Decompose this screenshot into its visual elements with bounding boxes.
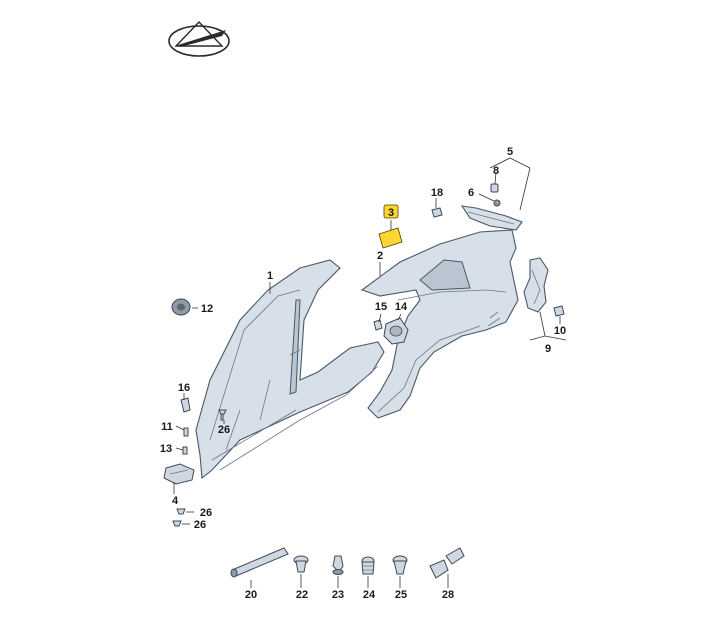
label-15[interactable]: 15 (375, 301, 387, 313)
side-panel-part-1[interactable] (195, 259, 385, 480)
label-23[interactable]: 23 (332, 589, 344, 601)
screw-part-26-b[interactable] (176, 508, 186, 515)
clip-part-15[interactable] (373, 319, 383, 331)
clip-part-13[interactable] (182, 446, 188, 455)
label-14[interactable]: 14 (395, 301, 408, 313)
cap-part-18[interactable] (431, 207, 443, 218)
label-18[interactable]: 18 (431, 187, 443, 199)
label-26-c[interactable]: 26 (194, 519, 206, 531)
leader-lines (173, 157, 567, 588)
clip-part-11[interactable] (183, 427, 189, 437)
fastener-part-24[interactable] (361, 556, 375, 575)
orientation-logo-icon (168, 20, 230, 57)
bolt-part-6[interactable] (478, 193, 501, 207)
rod-part-20[interactable] (230, 547, 289, 578)
label-10[interactable]: 10 (554, 325, 566, 337)
label-13[interactable]: 13 (160, 443, 172, 455)
grommet-part-12[interactable] (171, 298, 191, 316)
label-24[interactable]: 24 (363, 589, 376, 601)
label-12[interactable]: 12 (201, 303, 213, 315)
fastener-part-22[interactable] (293, 555, 309, 573)
screw-part-26-a[interactable] (218, 409, 227, 421)
screw-part-26-c[interactable] (172, 520, 182, 527)
label-6[interactable]: 6 (468, 187, 474, 199)
label-16[interactable]: 16 (178, 382, 190, 394)
fuel-flap-housing-part-14[interactable] (383, 317, 409, 345)
label-1[interactable]: 1 (267, 270, 273, 282)
label-2[interactable]: 2 (377, 250, 383, 262)
label-5[interactable]: 5 (507, 146, 513, 158)
clip-part-10[interactable] (553, 305, 565, 317)
label-3[interactable]: 3 (388, 207, 394, 219)
fastener-part-28[interactable] (429, 547, 465, 579)
rear-rail-part-5[interactable] (460, 205, 523, 231)
fastener-part-25[interactable] (392, 555, 408, 575)
clip-part-8[interactable] (490, 183, 499, 193)
bracket-part-4[interactable] (163, 463, 195, 485)
label-8[interactable]: 8 (493, 165, 499, 177)
callout-3-highlight (383, 204, 399, 219)
bracket-part-16[interactable] (180, 397, 191, 413)
rear-quarter-panel-part-2[interactable] (360, 229, 519, 419)
label-26-a[interactable]: 26 (218, 424, 230, 436)
label-9[interactable]: 9 (545, 343, 551, 355)
label-26-b[interactable]: 26 (200, 507, 212, 519)
patch-part-3-highlighted[interactable] (378, 227, 403, 249)
fastener-part-23[interactable] (332, 555, 344, 575)
label-4[interactable]: 4 (172, 495, 179, 507)
label-25[interactable]: 25 (395, 589, 407, 601)
label-22[interactable]: 22 (296, 589, 308, 601)
label-20[interactable]: 20 (245, 589, 257, 601)
label-11[interactable]: 11 (161, 421, 173, 433)
label-28[interactable]: 28 (442, 589, 454, 601)
rear-bracket-part-9[interactable] (523, 257, 549, 313)
